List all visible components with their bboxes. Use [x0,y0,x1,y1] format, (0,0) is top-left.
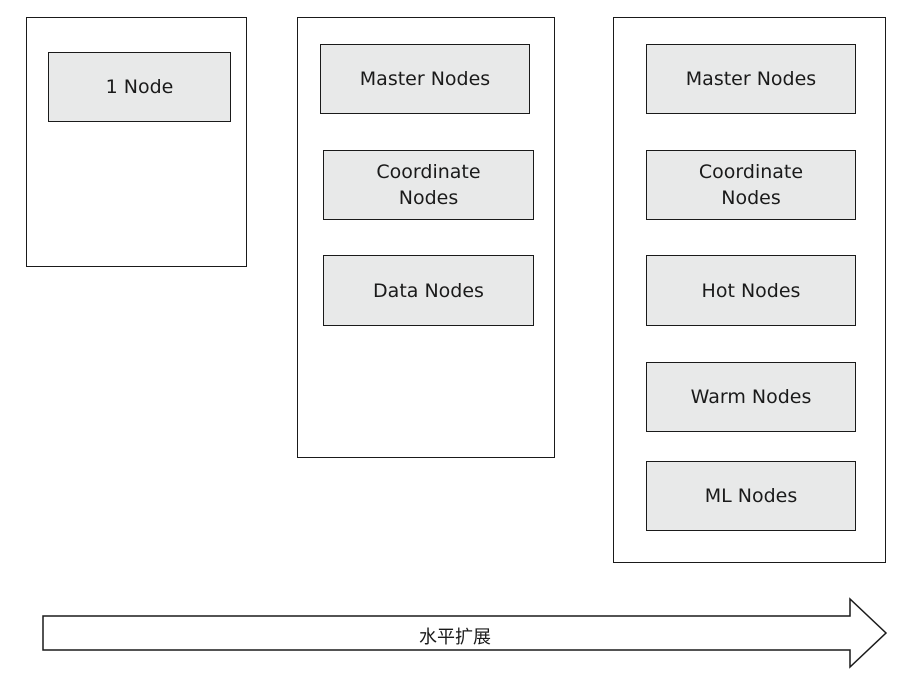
node-box-ml-nodes: ML Nodes [646,461,856,531]
node-box-hot-nodes: Hot Nodes [646,255,856,326]
horizontal-scaling-arrow [42,597,888,669]
node-box-master-nodes: Master Nodes [646,44,856,114]
node-box-1-node: 1 Node [48,52,231,122]
node-box-coordinate-nodes: Coordinate Nodes [323,150,534,220]
basic-role-cluster: Master Nodes Coordinate Nodes Data Nodes [297,17,555,458]
single-node-cluster: 1 Node [26,17,247,267]
node-box-master-nodes: Master Nodes [320,44,530,114]
arrow-label: 水平扩展 [419,627,491,648]
node-box-data-nodes: Data Nodes [323,255,534,326]
node-box-coordinate-nodes: Coordinate Nodes [646,150,856,220]
tiered-role-cluster: Master Nodes Coordinate Nodes Hot Nodes … [613,17,886,563]
node-box-warm-nodes: Warm Nodes [646,362,856,432]
